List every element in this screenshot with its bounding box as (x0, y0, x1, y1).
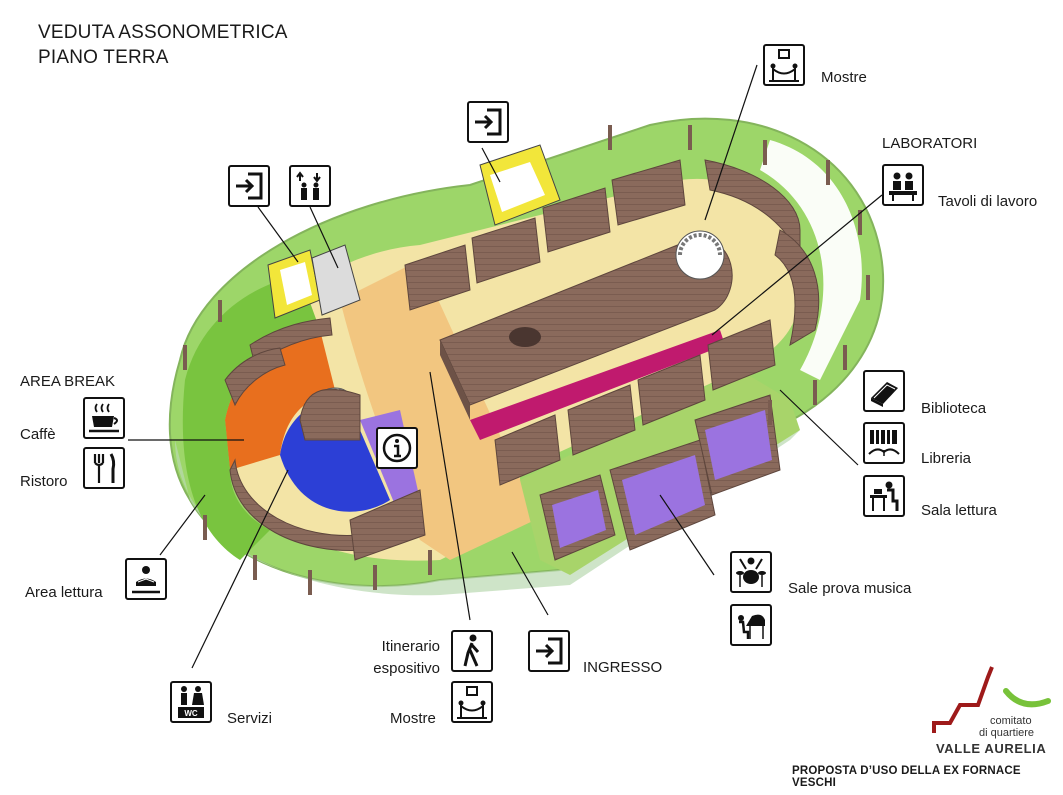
laboratori-band (470, 330, 725, 440)
page-title: VEDUTA ASSONOMETRICA PIANO TERRA (38, 22, 288, 68)
label-sala-lettura: Sala lettura (921, 502, 997, 519)
valle-aurelia-logo: comitato di quartiere VALLE AURELIA (930, 665, 1055, 760)
drums-icon (730, 551, 772, 593)
central-oculus (509, 327, 541, 347)
label-sale-prova: Sale prova musica (788, 580, 912, 597)
workshop-table-icon (882, 164, 924, 206)
ring-posts (183, 125, 870, 595)
restroom-icon: WC (170, 681, 212, 723)
reading-desk-icon (863, 475, 905, 517)
coffee-icon (83, 397, 125, 439)
logo-brand: VALLE AURELIA (936, 741, 1047, 756)
label-itinerario: Itinerario espositivo (373, 638, 440, 677)
bookshelf-icon (863, 422, 905, 464)
white-corridor (760, 140, 862, 380)
label-servizi: Servizi (227, 710, 273, 727)
label-area-lettura: Area lettura (25, 584, 103, 601)
exhibition-icon (763, 44, 805, 86)
top-rooms (404, 159, 820, 347)
label-libreria: Libreria (921, 450, 972, 467)
leader-lines (128, 64, 883, 669)
music-rooms (539, 394, 781, 561)
central-wall-front (440, 340, 470, 420)
label-laboratori: LABORATORI (882, 135, 978, 152)
corridor (340, 260, 535, 560)
logo-line1: comitato (990, 715, 1032, 727)
logo-line2: di quartiere (979, 727, 1035, 739)
stair-tower-right (479, 144, 561, 226)
reader-icon (125, 558, 167, 600)
label-mostre-top: Mostre (821, 69, 867, 86)
cutlery-icon (83, 447, 125, 489)
footer-caption: PROPOSTA D’USO DELLA EX FORNACE VESCHI (792, 765, 1021, 789)
label-tavoli: Tavoli di lavoro (938, 193, 1038, 210)
svg-text:WC: WC (184, 709, 198, 718)
label-caffe: Caffè (20, 426, 56, 443)
spiral-stair-right (675, 230, 725, 280)
info-icon (376, 427, 418, 469)
exhibition-icon (451, 681, 493, 723)
entrance-icon (467, 101, 509, 143)
walking-person-icon (451, 630, 493, 672)
book-icon (863, 370, 905, 412)
label-area-break: AREA BREAK (20, 373, 116, 390)
elevator-icon (289, 165, 331, 207)
bottom-rooms (494, 319, 776, 486)
label-mostre-bottom: Mostre (390, 710, 436, 727)
entrance-icon (528, 630, 570, 672)
left-walls (224, 317, 426, 561)
label-ristoro: Ristoro (20, 473, 68, 490)
logo-mark (932, 666, 1051, 733)
stair-tower-left (267, 244, 361, 319)
label-ingresso: INGRESSO (583, 659, 663, 676)
label-biblioteca: Biblioteca (921, 400, 987, 417)
entrance-icon (228, 165, 270, 207)
piano-icon (730, 604, 772, 646)
left-green (182, 275, 320, 560)
